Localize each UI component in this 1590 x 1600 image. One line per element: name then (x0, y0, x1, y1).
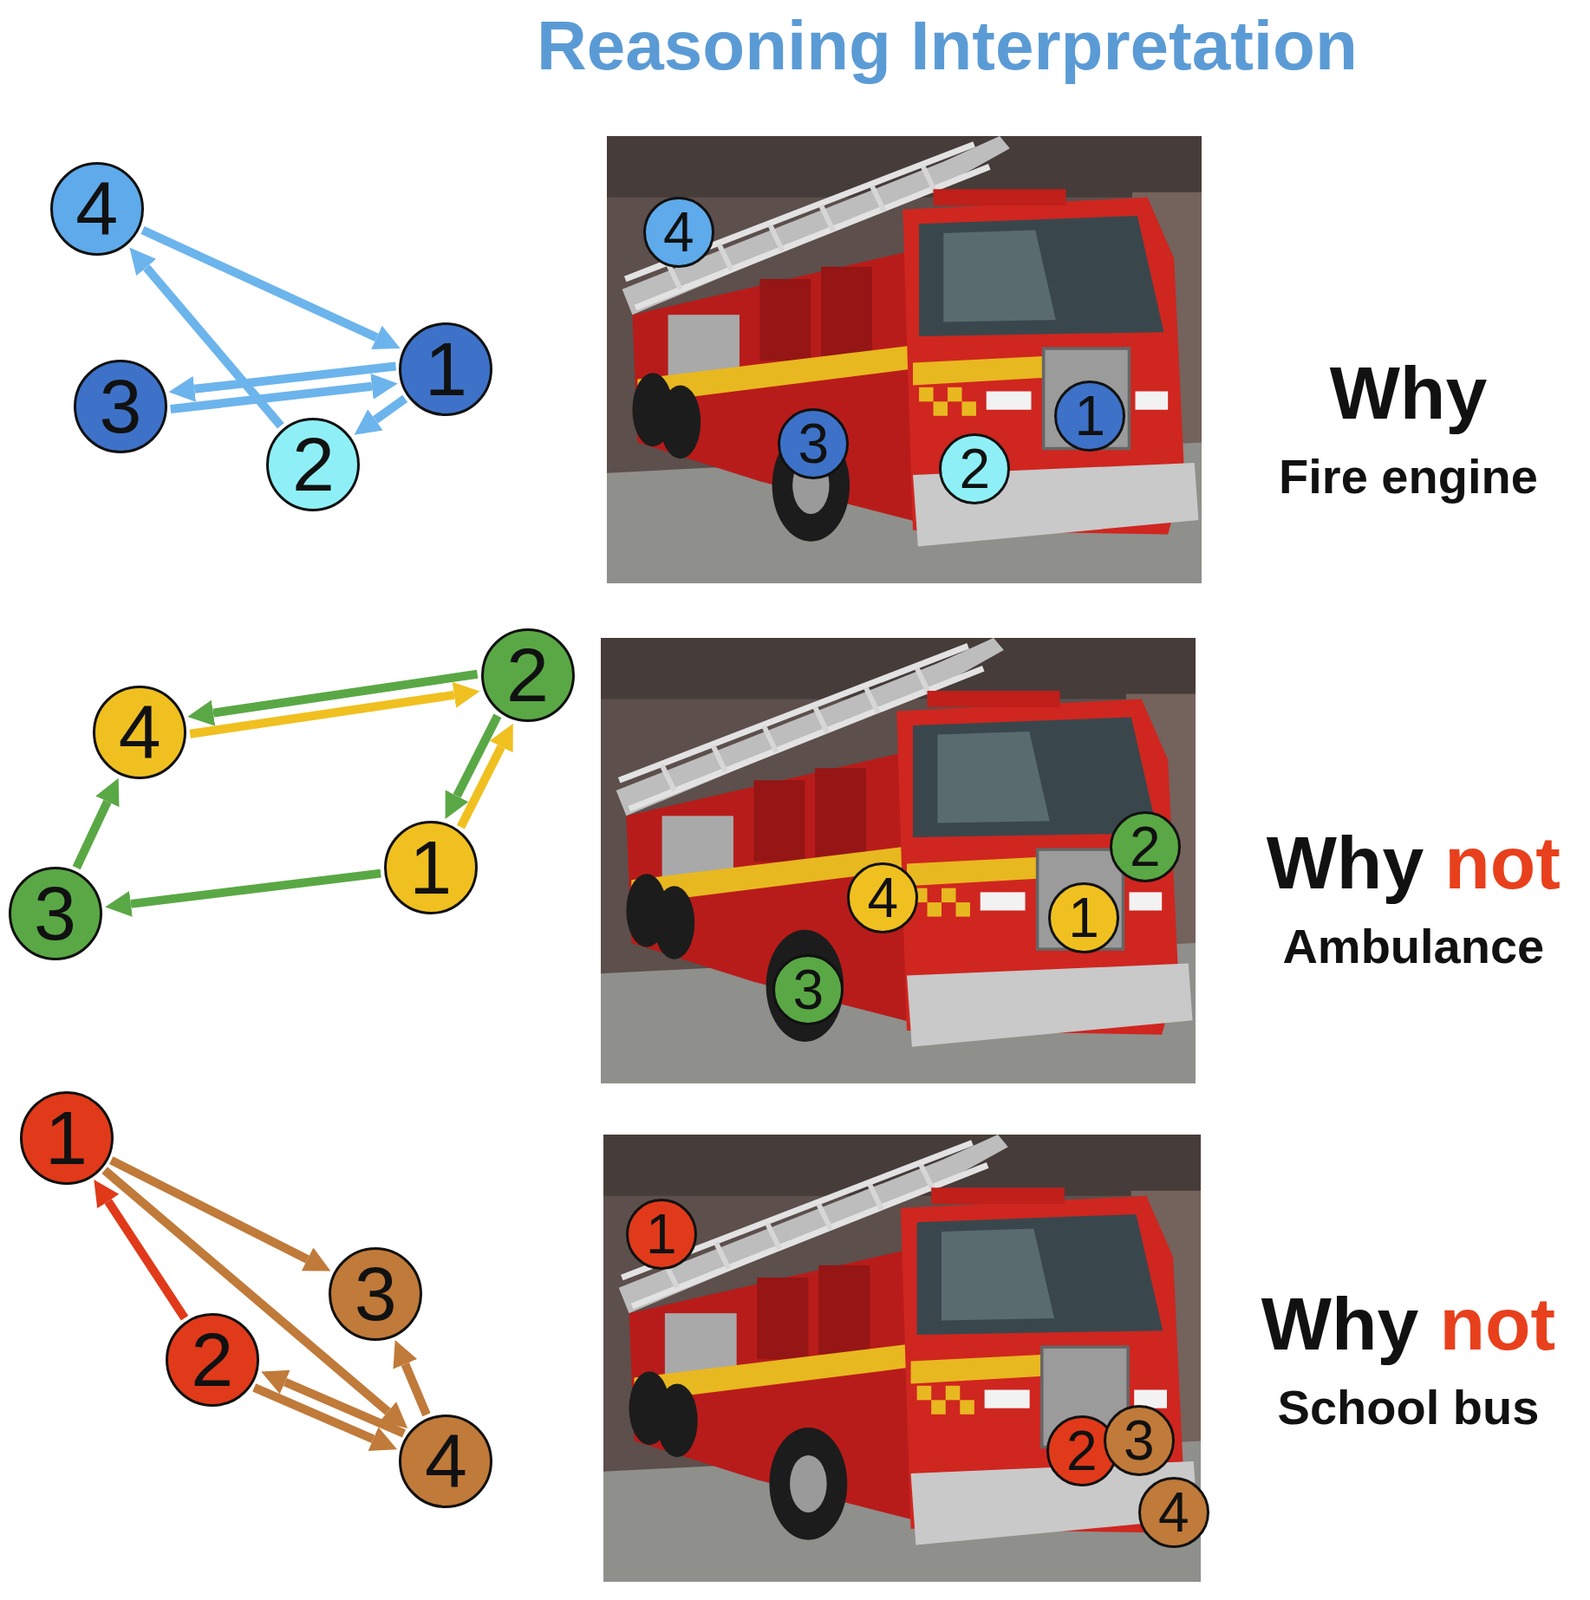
class-label: Fire engine (1278, 449, 1538, 504)
label-line: Fire engine (1278, 449, 1538, 504)
graph-arrow (285, 1382, 405, 1434)
graph-node: 2 (481, 628, 575, 723)
graph-arrow (375, 398, 405, 421)
label-line: Ambulance (1282, 920, 1545, 975)
region-marker: 2 (1109, 811, 1181, 883)
graph-node: 3 (73, 359, 168, 454)
graph-arrow (213, 674, 478, 714)
node-number: 2 (958, 441, 991, 497)
node-number: 4 (1158, 1485, 1190, 1541)
graph-arrow (460, 746, 502, 828)
region-marker: 4 (847, 862, 919, 934)
class-label: Ambulance (1282, 920, 1545, 975)
node-number: 4 (663, 204, 695, 261)
graph-arrow (143, 230, 378, 339)
node-number: 1 (409, 829, 452, 906)
node-number: 1 (1068, 890, 1100, 946)
graph-node: 1 (384, 821, 478, 915)
label-line: School bus (1277, 1381, 1540, 1436)
graph-node: 1 (19, 1091, 114, 1186)
node-number: 3 (1123, 1413, 1155, 1469)
node-number: 2 (190, 1322, 234, 1399)
graph-node: 4 (398, 1414, 493, 1509)
graph-arrow (404, 1364, 427, 1415)
label-line: Whynot (1261, 1282, 1556, 1365)
node-number: 3 (793, 962, 825, 1018)
node-number: 1 (424, 331, 468, 408)
node-number: 1 (645, 1206, 678, 1263)
node-number: 2 (1066, 1423, 1098, 1480)
region-marker: 1 (625, 1199, 698, 1271)
graph-node: 1 (398, 322, 493, 417)
node-number: 3 (98, 368, 142, 445)
node-number: 2 (292, 426, 335, 503)
graph-arrow (110, 1160, 307, 1260)
node-number: 1 (45, 1100, 88, 1177)
label-line: Whynot (1266, 821, 1561, 904)
fire-truck-picture (606, 136, 1202, 584)
region-marker: 1 (1054, 380, 1126, 452)
graph-arrow (170, 386, 372, 410)
graph-node: 3 (8, 866, 103, 961)
graph-node: 4 (50, 162, 144, 256)
graph-node: 4 (92, 685, 187, 780)
region-marker: 4 (643, 196, 715, 268)
region-marker: 3 (1103, 1405, 1175, 1477)
photo-group (600, 136, 1202, 1583)
class-label: Why (1329, 351, 1488, 435)
graph-node: 3 (328, 1247, 423, 1342)
fire-truck-picture (600, 638, 1196, 1084)
node-number: 3 (354, 1256, 398, 1333)
graph-arrow (108, 1201, 185, 1319)
graph-arrow (76, 801, 108, 868)
graph-arrow (130, 873, 381, 905)
fire-truck-picture (603, 1134, 1201, 1583)
graph-arrow (456, 716, 498, 797)
node-number: 2 (506, 637, 549, 714)
node-number: 2 (1129, 819, 1161, 875)
graph-node: 2 (266, 417, 360, 512)
region-marker: 3 (772, 954, 844, 1026)
class-label: not (1439, 1282, 1556, 1365)
node-number: 4 (118, 694, 162, 771)
graph-node: 2 (165, 1313, 260, 1408)
region-marker: 2 (938, 433, 1011, 505)
diagram-title: Reasoning Interpretation (536, 7, 1358, 85)
region-marker: 4 (1138, 1477, 1210, 1549)
edge-group (76, 230, 502, 1441)
class-label: not (1444, 821, 1561, 904)
node-number: 3 (33, 875, 77, 952)
class-label: Why (1261, 1282, 1420, 1365)
class-label: School bus (1277, 1381, 1540, 1436)
label-line: Why (1329, 351, 1488, 435)
node-number: 1 (1074, 388, 1106, 444)
region-marker: 1 (1048, 882, 1120, 954)
node-number: 4 (75, 170, 118, 248)
node-number: 4 (424, 1423, 468, 1500)
region-marker: 3 (777, 408, 849, 480)
node-number: 3 (797, 416, 829, 472)
class-label: Why (1266, 821, 1425, 904)
node-number: 4 (866, 870, 899, 926)
